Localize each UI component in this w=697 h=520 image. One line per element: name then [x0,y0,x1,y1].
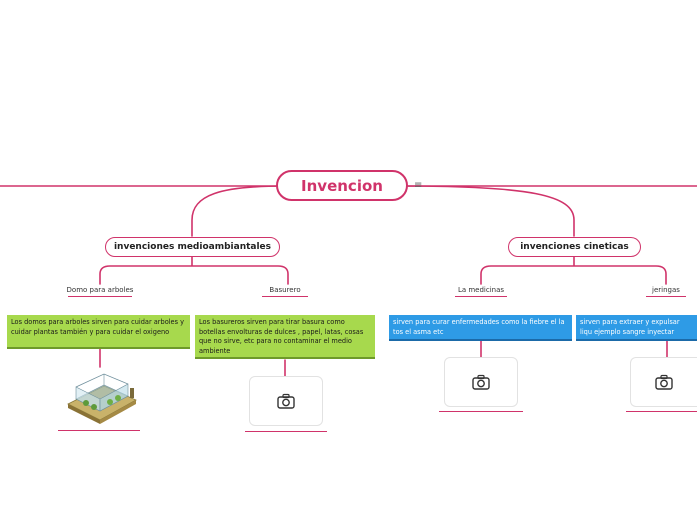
media-underline [626,411,697,412]
link-root-cineticas [399,185,575,237]
note-domo[interactable]: Los domos para arboles sirven para cuida… [7,315,190,349]
note-text: Los basureros sirven para tirar basura c… [199,318,364,355]
greenhouse-image [60,366,140,426]
image-placeholder[interactable] [249,376,323,426]
note-basurero[interactable]: Los basureros sirven para tirar basura c… [195,315,375,359]
topic-label: invenciones cineticas [520,242,629,252]
note-text: Los domos para arboles sirven para cuida… [11,318,185,336]
topic-invenciones-medioambiantales[interactable]: invenciones medioambiantales [105,237,280,257]
note-medicinas[interactable]: sirven para curar enfermedades como la f… [389,315,572,341]
link-cineticas-medicinas [480,256,667,285]
topic-label: invenciones medioambiantales [113,242,272,252]
media-underline [439,411,523,412]
subtopic-basurero[interactable]: Basurero [269,286,301,294]
image-placeholder[interactable] [444,357,518,407]
subtopic-underline [262,296,308,297]
media-underline [245,431,327,432]
subtopic-domo-para-arboles[interactable]: Domo para arboles [66,286,134,294]
menu-icon[interactable]: ≡ [414,180,423,191]
note-text: sirven para extraer y expulsar liqu ejem… [580,318,680,341]
media-underline [58,430,140,431]
topic-invenciones-cineticas[interactable]: invenciones cineticas [508,237,641,257]
note-text: sirven para curar enfermedades como la f… [393,318,565,336]
camera-icon [472,374,490,390]
image-placeholder[interactable] [630,357,697,407]
subtopic-underline [68,296,132,297]
subtopic-underline [455,296,507,297]
root-topic[interactable]: Invencion [276,170,408,201]
link-medio-domo [99,256,289,285]
note-jeringas[interactable]: sirven para extraer y expulsar liqu ejem… [576,315,697,341]
camera-icon [655,374,673,390]
subtopic-jeringas[interactable]: jeringas [652,286,680,294]
root-topic-label: Invencion [301,176,383,195]
subtopic-underline [646,296,686,297]
camera-icon [277,393,295,409]
subtopic-la-medicinas[interactable]: La medicinas [457,286,505,294]
link-root-medio [191,185,286,237]
